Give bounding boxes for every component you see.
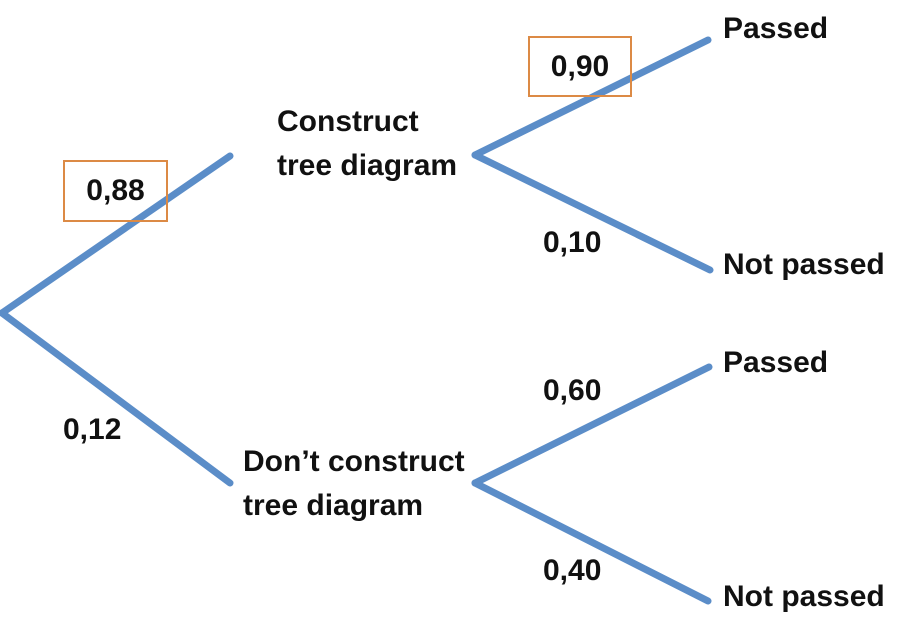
node-label-construct-line1: Construct [277,105,419,138]
branch-line-root-dont-construct [0,309,234,487]
probability-construct: 0,88 [86,174,145,207]
outcome-label-dont-construct-passed: Passed [723,346,829,379]
probability-highlight-box-construct: 0,88 [63,160,168,222]
node-label-dont-construct-line1: Don’t construct [243,445,465,478]
probability-dont-construct: 0,12 [63,413,122,446]
outcome-label-construct-passed: Passed [723,12,829,45]
branch-line-construct-not-passed [471,151,714,274]
probability-construct-passed: 0,90 [550,49,610,83]
probability-dont-construct-passed: 0,60 [543,374,602,407]
probability-construct-not-passed: 0,10 [543,226,602,259]
node-label-dont-construct: Don’t construct tree diagram [243,440,465,528]
branch-line-dont-construct-passed [471,363,713,487]
probability-highlight-box-construct-passed: 0,90 [528,36,632,97]
outcome-label-dont-construct-not-passed: Not passed [723,580,885,613]
branch-line-dont-construct-not-passed [471,479,712,605]
probability-dont-construct-not-passed: 0,40 [543,554,602,587]
outcome-label-construct-not-passed: Not passed [723,248,885,281]
node-label-dont-construct-line2: tree diagram [243,489,424,522]
branch-line-construct-passed [471,36,712,159]
node-label-construct-line2: tree diagram [277,149,458,182]
branch-line-root-construct [0,152,234,317]
node-label-construct: Construct tree diagram [277,100,457,188]
